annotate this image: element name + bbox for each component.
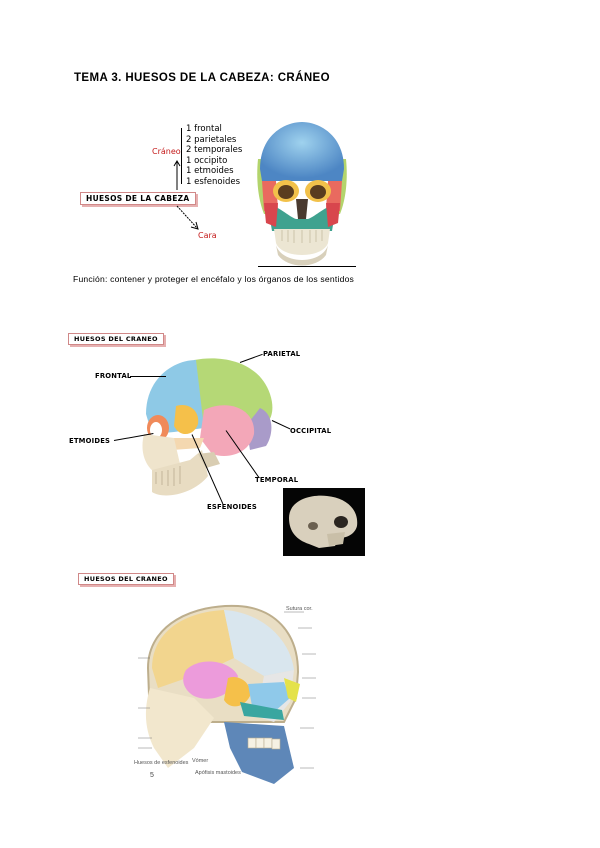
bone-list-item: 1 etmoides	[186, 166, 234, 177]
page-title: TEMA 3. HUESOS DE LA CABEZA: CRÁNEO	[74, 72, 330, 84]
bone-list-item: 1 frontal	[186, 124, 222, 134]
skull-photo-icon	[289, 495, 358, 548]
arrow-down-icon	[176, 205, 199, 230]
label-etmoides: ETMOIDES	[69, 437, 111, 445]
label-parietal: PARIETAL	[263, 350, 301, 358]
bone-list: 1 frontal 2 parietales 2 temporales 1 oc…	[186, 124, 242, 188]
skull-sagittal-image	[134, 598, 320, 788]
skull-photo	[283, 488, 365, 556]
page-number: 5	[150, 772, 154, 779]
skull-front-image	[257, 122, 347, 266]
label-occipital: OCCIPITAL	[290, 427, 332, 435]
bone-list-item: 2 temporales	[186, 145, 243, 156]
bone-list-item: 2 parietales	[186, 134, 237, 145]
arrow-up-icon	[173, 160, 181, 190]
label-vomer: Vómer	[192, 758, 209, 764]
craneo-label: Cráneo	[152, 147, 181, 156]
bone-list-item: 1 esfenoides	[186, 176, 240, 187]
underline	[258, 266, 356, 267]
funcion-text: Función: contener y proteger el encéfalo…	[73, 274, 355, 284]
label-temporal: TEMPORAL	[255, 476, 299, 484]
leader-frontal	[130, 376, 166, 377]
section2-box: HUESOS DEL CRANEO	[68, 333, 164, 345]
section3-box: HUESOS DEL CRANEO	[78, 573, 174, 585]
bone-list-item: 1 occipito	[186, 155, 228, 166]
cara-label: Cara	[198, 231, 217, 240]
label-sutura: Sutura cor.	[286, 606, 313, 612]
label-huesos: Huesos de esfenoides	[134, 760, 189, 766]
huesos-cabeza-box: HUESOS DE LA CABEZA	[80, 192, 196, 205]
bracket-line	[181, 128, 182, 184]
label-apofisis: Apófisis mastoides	[195, 770, 241, 776]
label-frontal: FRONTAL	[95, 372, 132, 380]
label-esfenoides: ESFENOIDES	[207, 503, 257, 511]
